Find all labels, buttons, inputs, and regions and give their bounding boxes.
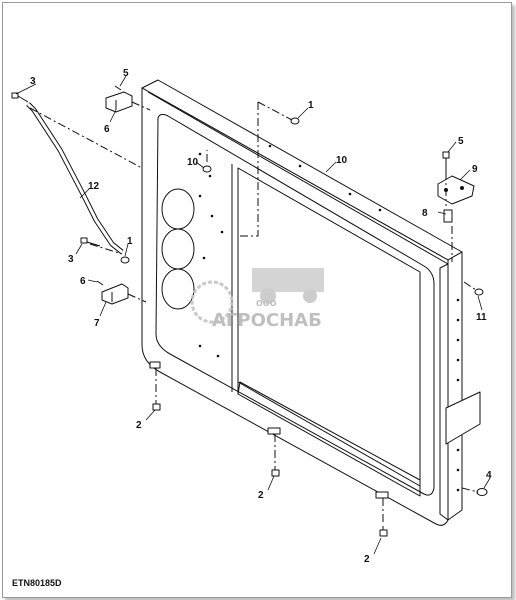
callout-11: 4: [486, 470, 492, 481]
watermark-org: ООО: [256, 299, 277, 308]
center-lines: [29, 101, 479, 524]
callout-1-upper: 1: [308, 100, 314, 111]
leader-lines: [15, 75, 491, 555]
nut-10-lower: [474, 288, 484, 296]
callout-2-right: 2: [364, 554, 370, 565]
screw-5-upper: [114, 85, 122, 91]
radiator-core: [237, 167, 421, 497]
callout-2-center: 2: [258, 490, 264, 501]
tractor-silhouette-icon: [252, 268, 324, 292]
callout-7: 9: [472, 164, 478, 175]
callout-5-lower: 6: [80, 276, 86, 287]
callout-1-lower: 1: [127, 236, 133, 247]
drawing-code: ETN80185D: [12, 578, 62, 588]
mount-foot-center: [267, 427, 281, 435]
port-circle-upper: [161, 188, 195, 230]
callout-12: 12: [88, 181, 100, 192]
mount-foot-left: [149, 361, 161, 369]
port-circle-middle: [161, 228, 195, 270]
bolt-2-center: [271, 466, 280, 477]
clip-6-lower: [101, 283, 129, 305]
washer-11: [476, 488, 488, 496]
bolt-4: [442, 151, 450, 172]
bolt-2-right: [379, 526, 388, 537]
nut-1-lower: [120, 256, 130, 264]
callout-6-upper: 6: [104, 124, 110, 135]
callout-9: 10: [187, 157, 199, 168]
nut-9: [202, 165, 212, 173]
callout-10-lower: 11: [476, 312, 487, 323]
bolt-3-upper: [11, 92, 29, 103]
callout-6-lower: 7: [94, 318, 100, 329]
screw-5-lower: [96, 280, 104, 286]
radiator-frame: [141, 79, 481, 526]
bolt-2-left: [152, 400, 161, 411]
callout-8: 10: [336, 155, 348, 166]
callout-3-upper: 3: [30, 76, 36, 87]
port-circle-lower: [161, 268, 195, 310]
callout-2-left: 2: [136, 420, 142, 431]
callout-4: 5: [458, 136, 464, 147]
callout-3-lower: 3: [68, 254, 74, 265]
frame-opening: [155, 113, 435, 496]
clip-6-upper: [105, 91, 133, 113]
callout-10-upper: 8: [422, 208, 428, 219]
nut-1-upper: [290, 117, 300, 125]
frame-right-side: [447, 251, 463, 521]
watermark-name: АГРОСНАБ: [212, 310, 322, 331]
bolt-3-lower: [80, 237, 101, 247]
watermark-logo: ООО АГРОСНАБ: [190, 268, 324, 331]
callout-5-upper: 5: [123, 68, 129, 79]
callout-labels: 3 5 6 1 10 10 5 9 8 12 1 3 6 7 11 2 2 2 …: [30, 68, 492, 565]
mount-foot-right: [375, 491, 389, 499]
side-bracket: [445, 391, 481, 445]
bracket-7: [437, 175, 475, 205]
spacer-10-upper: [443, 209, 453, 223]
